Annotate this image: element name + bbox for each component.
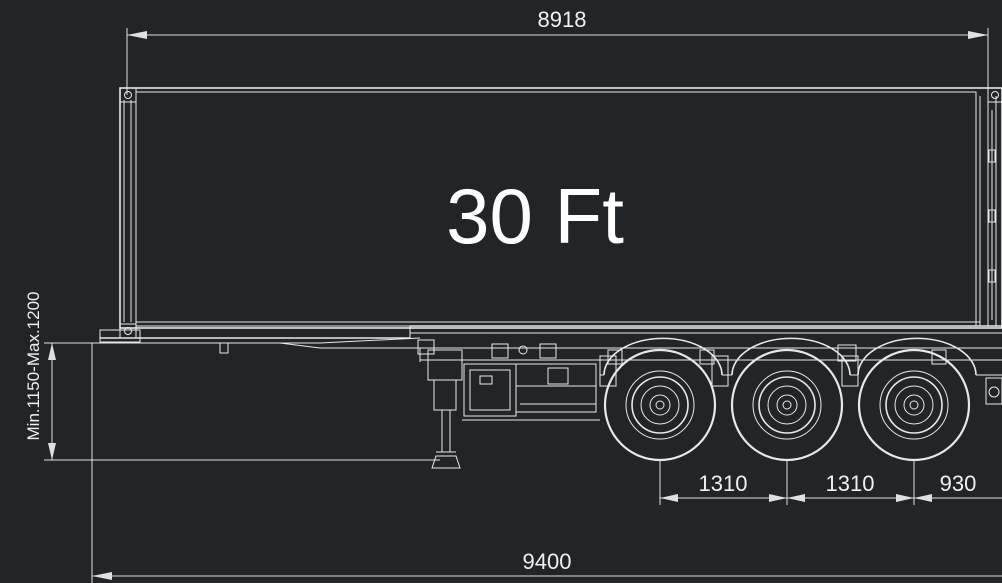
wheel-2 [730,348,844,462]
toolbox [462,363,600,421]
coupling-height-label: Min.1150-Max.1200 [24,292,43,441]
wheel-3 [857,348,971,462]
container-length-dimension: 8918 [126,7,989,95]
coupling-height-dimension: Min.1150-Max.1200 [24,292,440,461]
trailer-chassis [92,325,1002,365]
container-size-label: 30 Ft [446,172,624,260]
rear-overhang-label: 930 [940,471,977,496]
axle-spacing-1-label: 1310 [699,471,748,496]
rear-bumper [985,377,1002,405]
overall-length-label: 9400 [523,549,572,574]
overall-length-dimension: 9400 [91,343,1002,583]
axle-group [599,337,1002,387]
container-body: 30 Ft [119,87,1002,339]
axle-spacing-2-label: 1310 [826,471,875,496]
landing-gear [427,349,463,469]
container-length-label: 8918 [538,7,587,32]
axle-spacing-dimensions: 1310 1310 930 [659,460,1002,505]
wheel-1 [603,348,717,462]
